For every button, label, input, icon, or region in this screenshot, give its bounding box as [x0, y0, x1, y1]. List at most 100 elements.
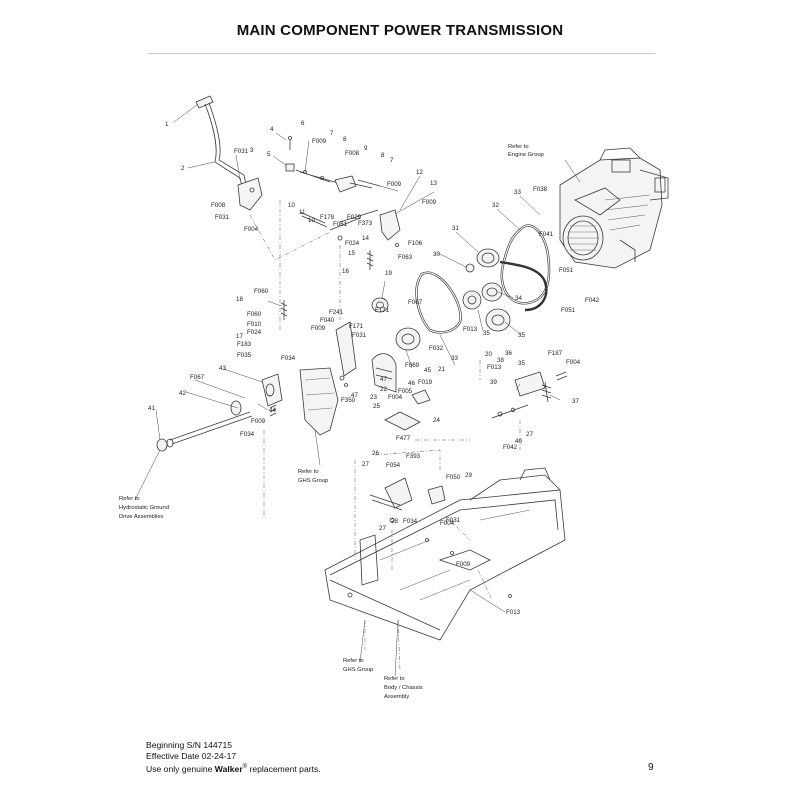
lower-bracket-drawing [369, 477, 446, 523]
note-ghs-upper-2: GHS Group [298, 478, 328, 484]
callout-F008b: F008 [345, 150, 360, 157]
callout-9: 9 [364, 145, 368, 152]
callout-34: 34 [515, 295, 522, 302]
callout-47b: 47 [351, 392, 358, 399]
callout-14: 14 [362, 235, 369, 242]
callout-F032: F032 [429, 345, 444, 352]
note-ghs-lower-1: Refer to [343, 658, 364, 664]
callout-1: 1 [165, 121, 169, 128]
callout-17: 17 [236, 333, 243, 340]
callout-F393: F393 [406, 453, 421, 460]
page-title: MAIN COMPONENT POWER TRANSMISSION [236, 22, 564, 39]
callout-F009c: F009 [422, 199, 437, 206]
callout-F060b: F060 [247, 311, 262, 318]
callout-13: 13 [430, 180, 437, 187]
callout-28: 28 [391, 518, 398, 525]
callout-47a: 47 [380, 376, 387, 383]
callout-F031b: F031 [215, 214, 230, 221]
callout-F183: F183 [237, 341, 252, 348]
callout-F019: F019 [418, 379, 433, 386]
callout-F050: F050 [446, 474, 461, 481]
footer-use-prefix: Use only genuine [146, 763, 215, 774]
callout-35c: 35 [518, 360, 525, 367]
callout-F013b: F013 [487, 364, 502, 371]
callout-10a: 10 [288, 202, 295, 209]
callout-F013c: F013 [506, 609, 521, 616]
callout-3: 3 [250, 147, 254, 154]
callout-19: 19 [385, 270, 392, 277]
callout-F035: F035 [237, 352, 252, 359]
callout-F061: F061 [333, 221, 348, 228]
callout-F060a: F060 [254, 288, 269, 295]
callout-8b: 8 [381, 152, 385, 159]
alignment-lines [249, 200, 521, 671]
pulleys [156, 248, 511, 452]
callout-7a: 7 [330, 130, 334, 137]
callout-F106: F106 [408, 240, 423, 247]
callout-F042b: F042 [503, 444, 518, 451]
callout-2: 2 [181, 165, 185, 172]
callout-F241: F241 [329, 309, 344, 316]
note-hydro-1: Refer to [119, 496, 140, 502]
note-ghs-lower-2: GHS Group [343, 667, 373, 673]
callout-23: 23 [370, 394, 377, 401]
callout-F031d: F031 [446, 517, 461, 524]
callout-37: 37 [572, 398, 579, 405]
footer-brand: Walker [214, 763, 243, 774]
page-number: 9 [648, 762, 654, 773]
callout-35b: 35 [518, 332, 525, 339]
leader-lines [134, 103, 581, 677]
callout-27a: 27 [362, 461, 369, 468]
callout-F004c: F004 [566, 359, 581, 366]
callout-F171b: F171 [375, 307, 390, 314]
callout-7b: 7 [390, 157, 394, 164]
callout-F051b: F051 [561, 307, 576, 314]
callout-22: 22 [380, 386, 387, 393]
callout-38: 38 [497, 357, 504, 364]
callout-F040: F040 [320, 317, 335, 324]
note-body-2: Body / Chassis [384, 685, 423, 691]
callout-18: 18 [236, 296, 243, 303]
callout-31: 31 [452, 225, 459, 232]
callout-F013a: F013 [463, 326, 478, 333]
callout-26: 26 [372, 450, 379, 457]
callout-F063: F063 [398, 254, 413, 261]
callout-F477: F477 [396, 435, 411, 442]
callout-F067b: F067 [408, 299, 423, 306]
callout-40: 40 [515, 438, 522, 445]
callout-43: 43 [219, 365, 226, 372]
callout-F034c: F034 [403, 518, 418, 525]
note-body-3: Assembly [384, 694, 409, 700]
callout-12: 12 [416, 169, 423, 176]
callout-15: 15 [348, 250, 355, 257]
note-body-1: Refer to [384, 676, 405, 682]
callout-46: 46 [408, 380, 415, 387]
note-hydro-3: Drive Assemblies [119, 514, 164, 520]
callout-F009a: F009 [312, 138, 327, 145]
callout-33a: 33 [514, 189, 521, 196]
callout-F029: F029 [347, 214, 362, 221]
note-engine-2: Engine Group [508, 152, 544, 158]
callout-F041: F041 [539, 231, 554, 238]
engine-drawing [559, 147, 669, 269]
footer-registered: ® [242, 764, 248, 770]
callout-8a: 8 [343, 136, 347, 143]
steering-lever-drawing [195, 95, 401, 270]
callout-F031a: F031 [234, 148, 249, 155]
callout-5: 5 [267, 151, 271, 158]
callout-44: 44 [269, 407, 276, 414]
callout-F042a: F042 [585, 297, 600, 304]
callout-F069: F069 [405, 362, 420, 369]
callout-24: 24 [433, 417, 440, 424]
callout-45: 45 [424, 367, 431, 374]
callout-39: 39 [490, 379, 497, 386]
callout-16: 16 [342, 268, 349, 275]
callout-27b: 27 [379, 525, 386, 532]
callout-11: 11 [299, 209, 306, 216]
footer-use-suffix: replacement parts. [247, 763, 321, 774]
footer: Beginning S/N 144715 Effective Date 02-2… [146, 740, 321, 775]
callout-F178: F178 [320, 214, 335, 221]
footer-serial: Beginning S/N 144715 [146, 740, 233, 750]
note-hydro-2: Hydrostatic Ground [119, 505, 169, 511]
